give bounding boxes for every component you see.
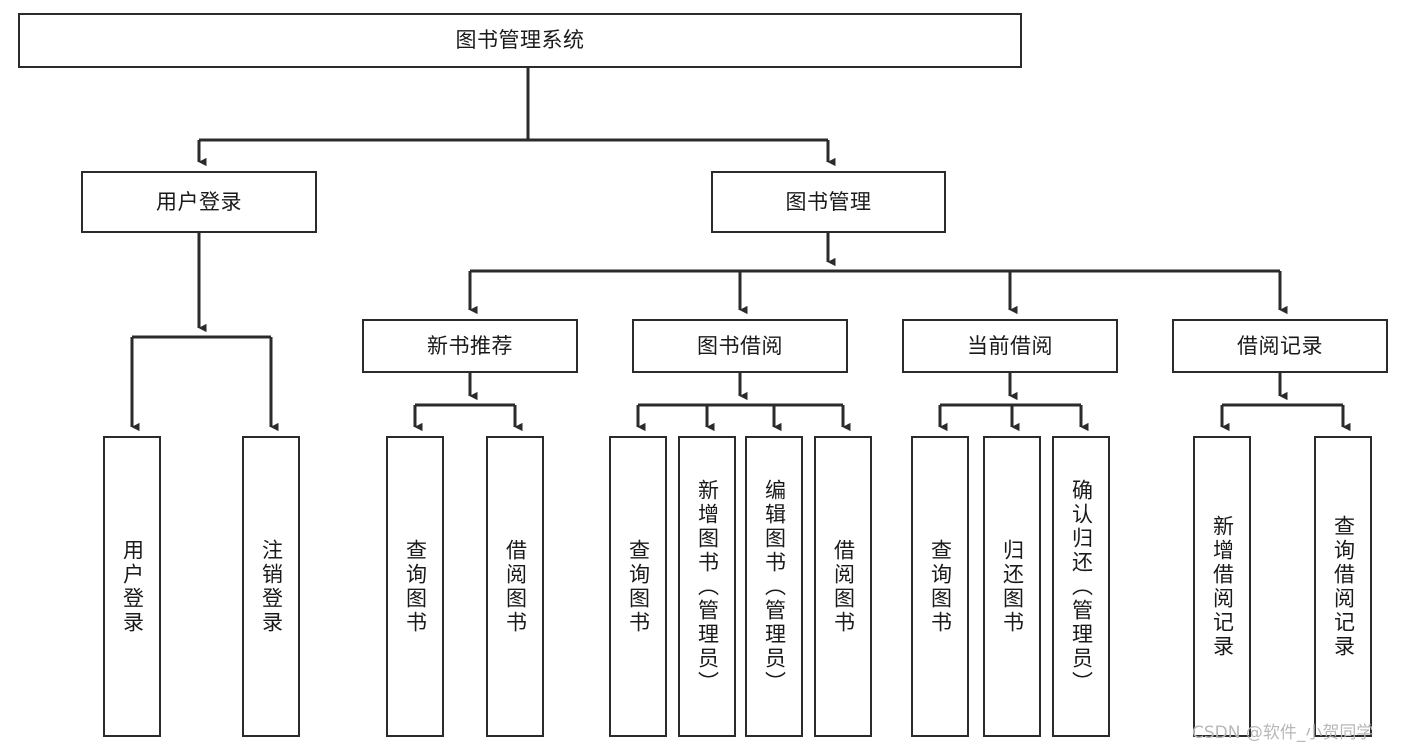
node-label-leaf-add-record: 新增借阅记录 [1210, 514, 1235, 659]
node-label-leaf-query-record: 查询借阅记录 [1331, 514, 1356, 659]
node-leaf-logout[interactable]: 注销登录 [242, 436, 300, 737]
node-leaf-query-book-borrow[interactable]: 查询图书 [609, 436, 667, 737]
node-leaf-edit-book[interactable]: 编辑图书（管理员） [745, 436, 803, 737]
node-leaf-add-book[interactable]: 新增图书（管理员） [678, 436, 736, 737]
node-label-leaf-edit-book: 编辑图书（管理员） [762, 478, 787, 695]
node-leaf-return-book[interactable]: 归还图书 [983, 436, 1041, 737]
node-leaf-user-login[interactable]: 用户登录 [103, 436, 161, 737]
node-label-leaf-query-book-rec: 查询图书 [403, 538, 428, 635]
node-new-book-rec[interactable]: 新书推荐 [362, 319, 578, 373]
node-label-leaf-query-book-cur: 查询图书 [928, 538, 953, 635]
node-current-borrow[interactable]: 当前借阅 [902, 319, 1118, 373]
node-label-user-login: 用户登录 [156, 189, 242, 214]
node-label-leaf-confirm-return: 确认归还（管理员） [1069, 478, 1094, 695]
node-label-leaf-logout: 注销登录 [259, 538, 284, 635]
node-label-leaf-add-book: 新增图书（管理员） [695, 478, 720, 695]
node-label-root: 图书管理系统 [455, 28, 585, 53]
connector-layer [130, 68, 1351, 432]
node-leaf-add-record[interactable]: 新增借阅记录 [1193, 436, 1251, 737]
node-root[interactable]: 图书管理系统 [18, 13, 1022, 68]
node-leaf-borrow-book-rec[interactable]: 借阅图书 [486, 436, 544, 737]
node-label-leaf-borrow-book: 借阅图书 [831, 538, 856, 635]
node-label-book-manage: 图书管理 [785, 189, 872, 214]
node-label-borrow-record: 借阅记录 [1237, 333, 1323, 358]
node-label-leaf-query-book-borrow: 查询图书 [626, 538, 651, 635]
node-borrow-record[interactable]: 借阅记录 [1172, 319, 1388, 373]
node-leaf-borrow-book[interactable]: 借阅图书 [814, 436, 872, 737]
node-book-borrow[interactable]: 图书借阅 [632, 319, 848, 373]
node-label-current-borrow: 当前借阅 [967, 333, 1053, 358]
node-label-leaf-user-login: 用户登录 [120, 538, 145, 635]
node-label-leaf-borrow-book-rec: 借阅图书 [503, 538, 528, 635]
node-label-leaf-return-book: 归还图书 [1000, 538, 1025, 635]
node-leaf-confirm-return[interactable]: 确认归还（管理员） [1052, 436, 1110, 737]
node-user-login[interactable]: 用户登录 [81, 171, 317, 233]
node-book-manage[interactable]: 图书管理 [711, 171, 946, 233]
node-label-new-book-rec: 新书推荐 [427, 333, 513, 358]
node-label-book-borrow: 图书借阅 [697, 333, 783, 358]
node-leaf-query-book-rec[interactable]: 查询图书 [386, 436, 444, 737]
node-leaf-query-book-cur[interactable]: 查询图书 [911, 436, 969, 737]
node-leaf-query-record[interactable]: 查询借阅记录 [1314, 436, 1372, 737]
